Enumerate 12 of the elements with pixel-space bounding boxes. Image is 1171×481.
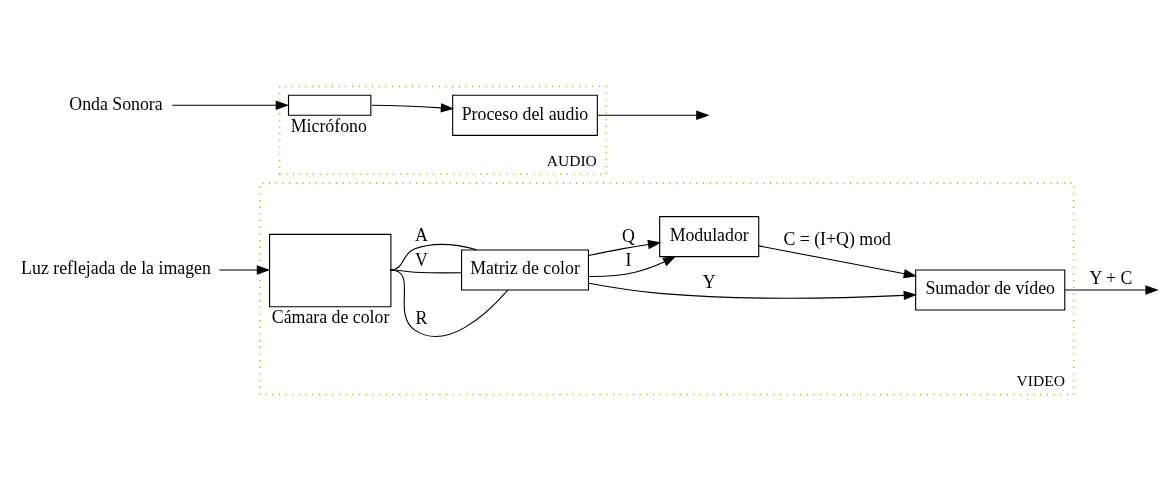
edge-label: R (415, 308, 428, 329)
edge-label: V (415, 250, 428, 271)
edge-label: A (415, 224, 428, 245)
node-text: Luz reflejada de la imagen (21, 258, 211, 279)
node-text: Onda Sonora (69, 93, 163, 114)
edge-label: I (625, 250, 632, 271)
node-label: Micrófono (290, 115, 367, 136)
edge-label: Y + C (1089, 268, 1133, 289)
edge-label: Q (622, 225, 635, 246)
node-label: Cámara de color (271, 307, 390, 328)
edge-label: Y (702, 271, 716, 292)
edge-label: C = (I+Q) mod (783, 229, 891, 250)
